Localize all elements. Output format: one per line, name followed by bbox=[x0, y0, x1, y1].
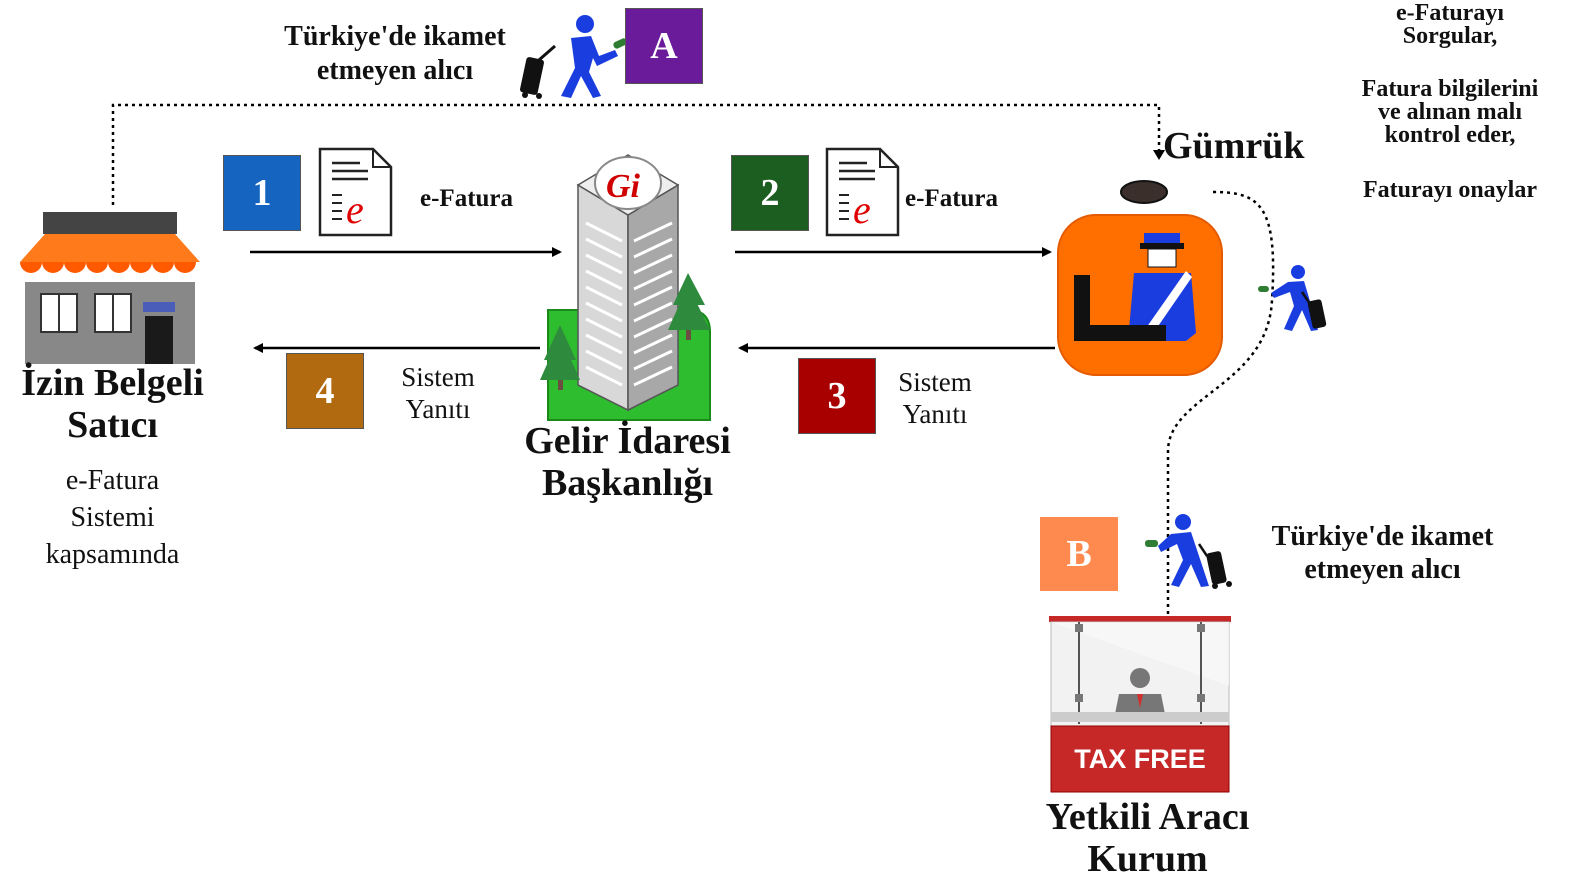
customs-officer-icon bbox=[1057, 214, 1223, 376]
traveler-icon bbox=[1145, 514, 1232, 589]
badge-step-3: 3 bbox=[798, 358, 876, 434]
top-buyer-line2: etmeyen alıcı bbox=[316, 55, 474, 86]
customs-name: Gümrük bbox=[1163, 125, 1305, 167]
top-buyer-line1: Türkiye'de ikamet bbox=[284, 21, 506, 52]
seller-desc-line3: kapsamında bbox=[45, 539, 180, 570]
badge-b-letter: B bbox=[1066, 533, 1092, 575]
gib-logo-text: Gi bbox=[606, 168, 641, 205]
step-4-label: Sistem Yanıtı bbox=[378, 361, 498, 425]
seller-desc-line2: Sistemi bbox=[70, 502, 155, 533]
step-1-number: 1 bbox=[252, 172, 272, 214]
agent-name-line1: Yetkili Aracı bbox=[1045, 796, 1250, 838]
customs-note-6: Faturayı onaylar bbox=[1363, 177, 1537, 203]
step-4-label-line2: Yanıtı bbox=[405, 394, 471, 424]
seller-name: İzin Belgeli Satıcı bbox=[0, 362, 225, 446]
customs-note-1: e-Faturayı bbox=[1396, 0, 1504, 26]
seller-description: e-Fatura Sistemi kapsamında bbox=[0, 462, 225, 573]
step-3-label-line1: Sistem bbox=[898, 367, 972, 397]
doc-letter: e bbox=[853, 187, 871, 232]
step-3-label: Sistem Yanıtı bbox=[875, 366, 995, 430]
step-1-label: e-Fatura bbox=[420, 185, 514, 212]
tax-free-booth-icon: TAX FREE bbox=[1049, 616, 1231, 793]
tax-free-sign: TAX FREE bbox=[1074, 744, 1206, 774]
step-4-number: 4 bbox=[315, 370, 335, 412]
seller-name-line2: Satıcı bbox=[67, 404, 158, 446]
dotted-route-seller-to-customs bbox=[111, 103, 1161, 205]
step-3-label-line2: Yanıtı bbox=[902, 399, 968, 429]
gib-name: Gelir İdaresi Başkanlığı bbox=[480, 420, 775, 504]
store-icon bbox=[20, 212, 200, 364]
step-2-number: 2 bbox=[760, 172, 780, 214]
traveler-icon bbox=[520, 15, 628, 99]
customs-notes: e-Faturayı Sorgular, Fatura bilgilerini … bbox=[1330, 0, 1570, 203]
badge-step-2: 2 bbox=[731, 155, 809, 231]
customs-note-4: ve alınan malı bbox=[1377, 99, 1522, 125]
agent-name: Yetkili Aracı Kurum bbox=[1005, 796, 1290, 880]
step-3-number: 3 bbox=[827, 375, 847, 417]
badge-b: B bbox=[1040, 517, 1118, 591]
step-4-label-line1: Sistem bbox=[401, 362, 475, 392]
dotted-arrowhead-customs bbox=[1153, 150, 1165, 160]
seller-desc-line1: e-Fatura bbox=[65, 465, 160, 496]
doc-letter: e bbox=[346, 187, 364, 232]
badge-a: A bbox=[625, 8, 703, 84]
customs-note-5: kontrol eder, bbox=[1384, 122, 1516, 148]
e-invoice-document-icon: e bbox=[318, 147, 393, 237]
step-2-label: e-Fatura bbox=[905, 185, 999, 212]
badge-a-letter: A bbox=[650, 25, 678, 67]
badge-step-4: 4 bbox=[286, 353, 364, 429]
bottom-buyer-line2: etmeyen alıcı bbox=[1304, 554, 1461, 585]
e-invoice-document-icon: e bbox=[825, 147, 900, 237]
customs-note-3: Fatura bilgilerini bbox=[1361, 76, 1539, 102]
bottom-buyer-line1: Türkiye'de ikamet bbox=[1271, 521, 1494, 552]
gib-name-line1: Gelir İdaresi bbox=[524, 420, 731, 462]
dotted-route-customs-to-agent bbox=[1166, 190, 1275, 620]
seller-name-line1: İzin Belgeli bbox=[21, 362, 204, 404]
traveler-icon bbox=[1258, 265, 1327, 331]
agent-name-line2: Kurum bbox=[1087, 838, 1208, 880]
bottom-buyer-label: Türkiye'de ikamet etmeyen alıcı bbox=[1250, 520, 1515, 586]
customs-note-2: Sorgular, bbox=[1402, 23, 1498, 49]
revenue-administration-building-icon: Gi bbox=[540, 154, 711, 421]
badge-step-1: 1 bbox=[223, 155, 301, 231]
gib-name-line2: Başkanlığı bbox=[541, 462, 714, 504]
top-buyer-label: Türkiye'de ikamet etmeyen alıcı bbox=[265, 20, 525, 88]
hat-icon bbox=[1120, 180, 1168, 204]
